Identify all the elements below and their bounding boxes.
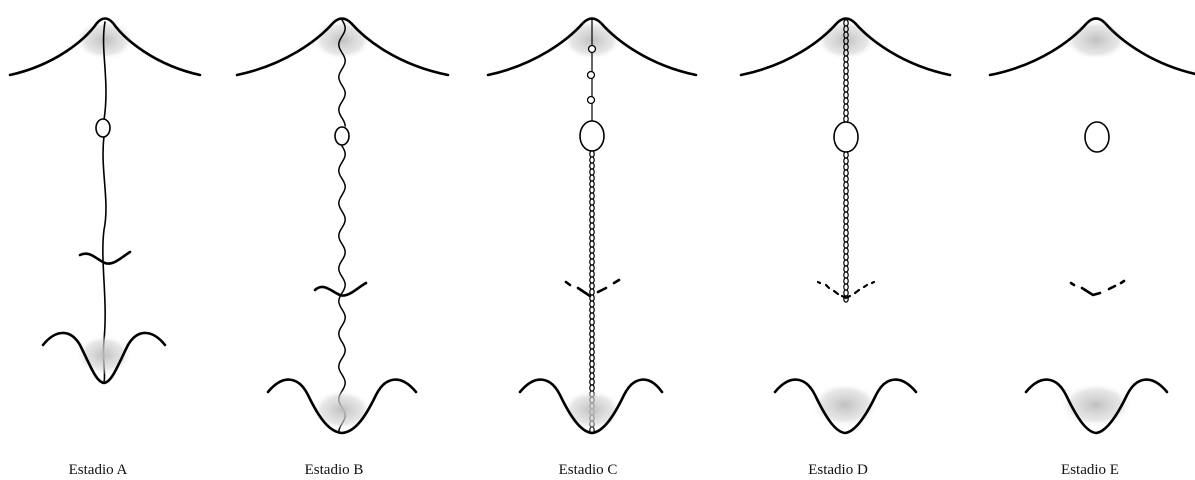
top-peak-d xyxy=(739,17,952,77)
small-node-c-3 xyxy=(586,95,596,105)
node-a xyxy=(95,118,111,138)
cross-wave-a xyxy=(78,250,132,265)
thread-a xyxy=(102,21,107,383)
node-c xyxy=(579,120,605,152)
chain-link xyxy=(843,295,849,303)
dashed-v-c xyxy=(564,278,621,298)
bottom-valley-d xyxy=(773,378,918,435)
small-node-c-2 xyxy=(586,70,596,80)
stage-label-d: Estadio D xyxy=(808,462,868,478)
top-peak-b xyxy=(235,17,450,77)
bottom-valley-e xyxy=(1024,378,1169,435)
stage-a: Estadio A xyxy=(8,17,202,478)
braided-cord-d-upper xyxy=(843,19,849,123)
stage-c: Estadio C xyxy=(486,17,698,478)
stage-b: Estadio B xyxy=(235,17,450,478)
stage-label-a: Estadio A xyxy=(69,462,128,478)
small-node-c-1 xyxy=(587,44,597,54)
dashed-v-e xyxy=(1069,279,1126,297)
stage-label-e: Estadio E xyxy=(1061,462,1119,478)
braided-cord-c xyxy=(589,150,595,434)
bottom-valley-c xyxy=(518,378,664,435)
node-b xyxy=(334,126,350,146)
top-peak-a xyxy=(8,17,202,77)
node-e xyxy=(1084,121,1110,153)
stage-label-b: Estadio B xyxy=(305,462,364,478)
cross-wave-b xyxy=(313,281,368,297)
braided-cord-d-lower xyxy=(843,151,849,303)
node-d xyxy=(833,121,859,153)
top-peak-e xyxy=(988,17,1195,77)
stage-label-c: Estadio C xyxy=(559,462,618,478)
stage-d: Estadio D xyxy=(739,17,952,478)
dotted-v-d xyxy=(816,280,876,300)
bottom-valley-a xyxy=(41,331,167,385)
stage-e: Estadio E xyxy=(988,17,1195,478)
wavy-thread-b xyxy=(338,19,346,433)
bottom-valley-b xyxy=(266,378,418,435)
